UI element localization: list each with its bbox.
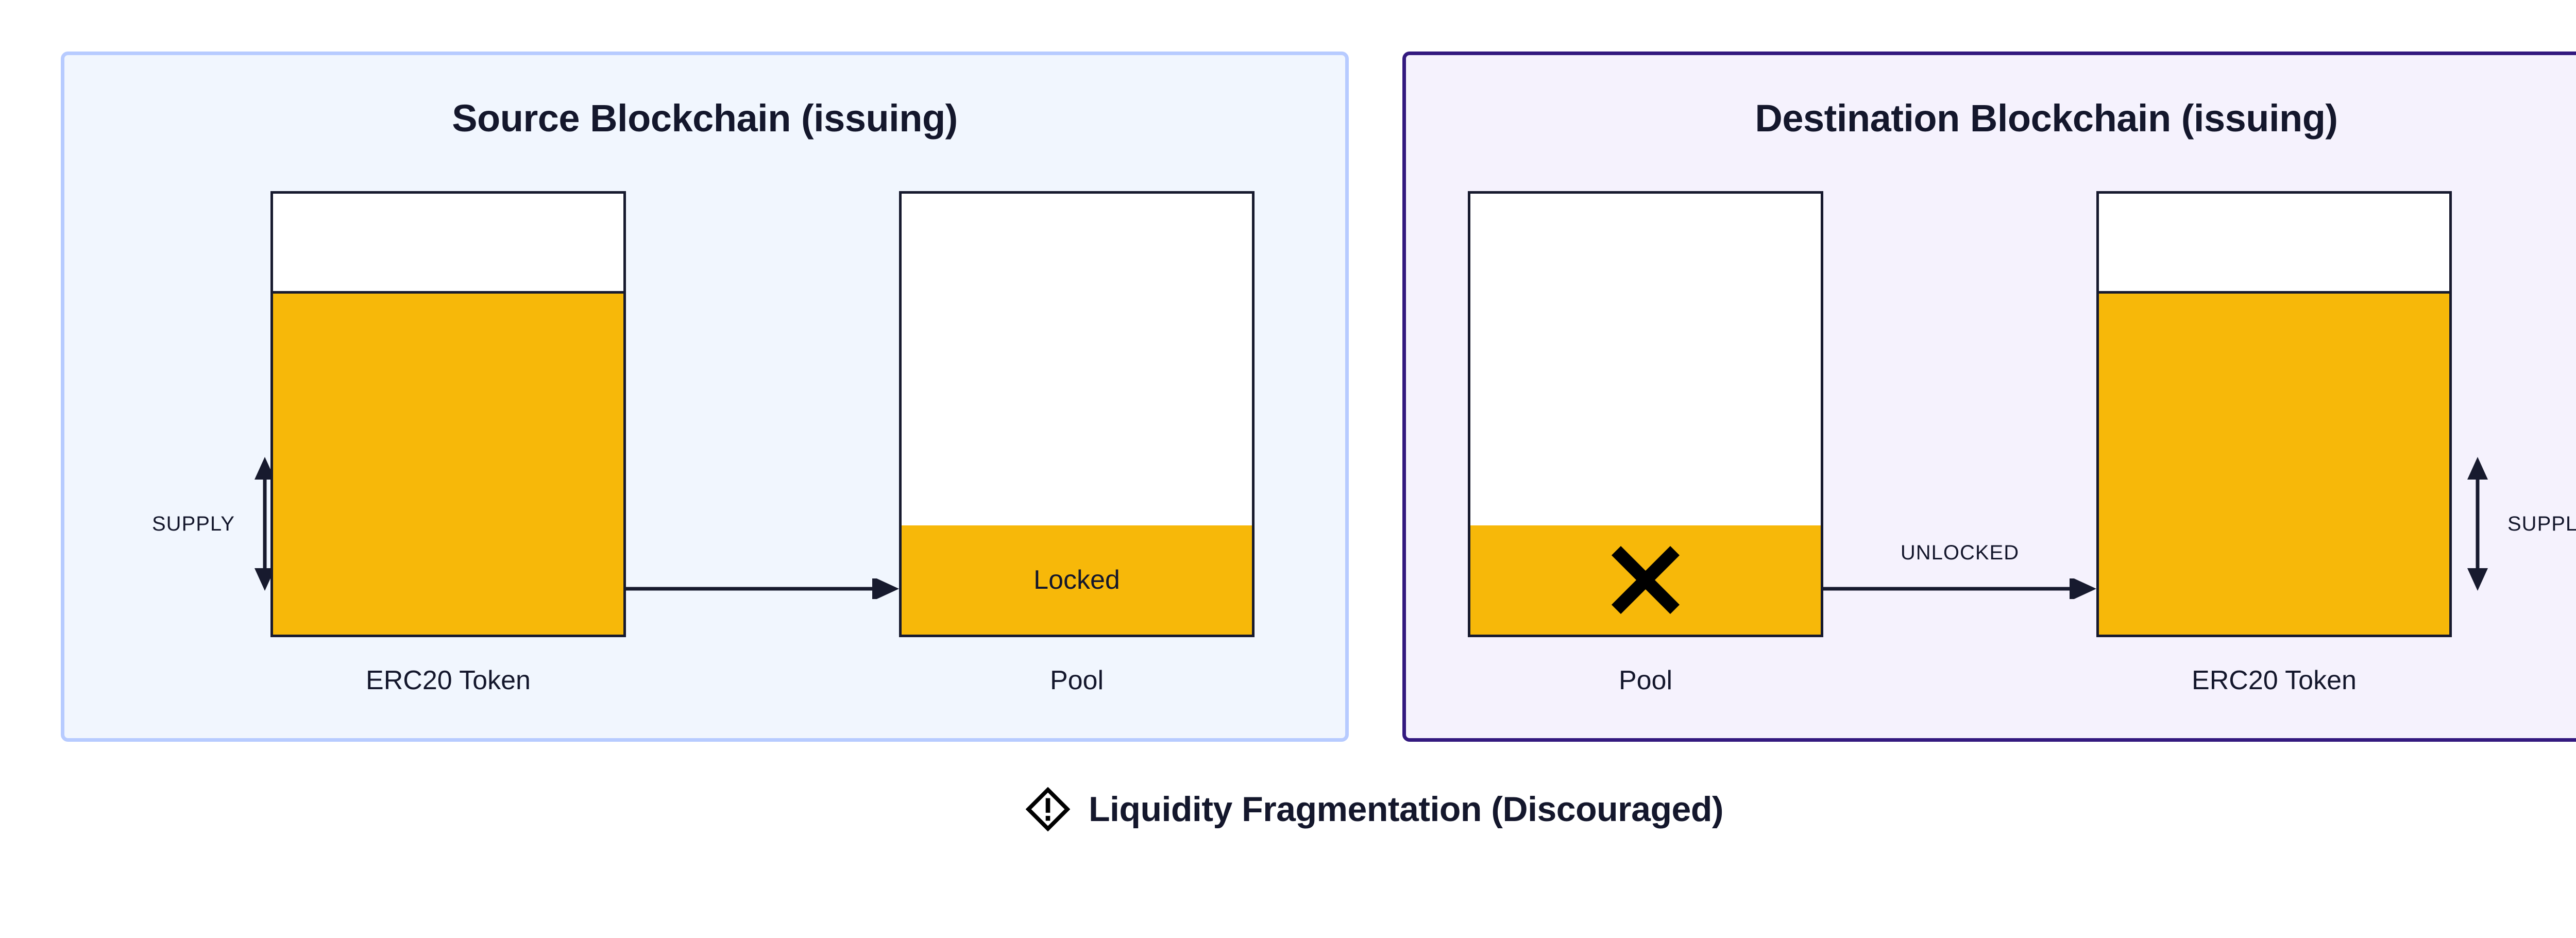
source-blockchain-panel: Source Blockchain (issuing) SUPPLY ERC20… [61, 52, 1349, 742]
source-pool-bar: Locked [899, 191, 1255, 637]
destination-pool-caption: Pool [1618, 666, 1673, 695]
source-lock-flow [626, 576, 899, 601]
footer-caption: Liquidity Fragmentation (Discouraged) [0, 787, 2576, 831]
source-pool-caption: Pool [1049, 666, 1104, 695]
footer-caption-text: Liquidity Fragmentation (Discouraged) [1089, 790, 1724, 829]
destination-flow-label: UNLOCKED [1900, 541, 2020, 564]
destination-pool-bar [1468, 191, 1823, 637]
source-supply-indicator: SUPPLY [152, 457, 280, 591]
destination-pool-column: Pool [1468, 191, 1823, 695]
pool-blocked-segment [1470, 525, 1821, 635]
destination-supply-indicator: SUPPLY [2462, 457, 2576, 591]
destination-erc20-token-column: ERC20 Token [2096, 191, 2452, 695]
pool-locked-segment: Locked [902, 525, 1252, 635]
warning-diamond-icon [1026, 787, 1070, 831]
token-segment-upper [273, 291, 623, 462]
x-mark-icon [1611, 545, 1680, 615]
token-segment-lower [2099, 462, 2449, 635]
arrow-right-icon [1823, 576, 2096, 601]
source-erc20-token-column: ERC20 Token [270, 191, 626, 695]
source-pool-column: Locked Pool [899, 191, 1255, 695]
arrow-right-icon [626, 576, 899, 601]
token-segment-lower [273, 462, 623, 635]
source-erc20-token-caption: ERC20 Token [366, 666, 531, 695]
supply-double-arrow-icon [2467, 457, 2488, 591]
destination-erc20-token-caption: ERC20 Token [2192, 666, 2357, 695]
destination-unlock-flow: UNLOCKED [1823, 541, 2096, 601]
source-erc20-token-bar [270, 191, 626, 637]
token-segment-upper [2099, 291, 2449, 462]
destination-supply-label: SUPPLY [2507, 512, 2576, 535]
supply-double-arrow-icon [254, 457, 275, 591]
destination-panel-title: Destination Blockchain (issuing) [1755, 97, 2338, 140]
destination-erc20-token-bar [2096, 191, 2452, 637]
destination-blockchain-panel: Destination Blockchain (issuing) Pool UN… [1402, 52, 2576, 742]
pool-locked-label: Locked [1033, 565, 1120, 595]
source-panel-title: Source Blockchain (issuing) [452, 97, 958, 140]
source-supply-label: SUPPLY [152, 512, 235, 535]
